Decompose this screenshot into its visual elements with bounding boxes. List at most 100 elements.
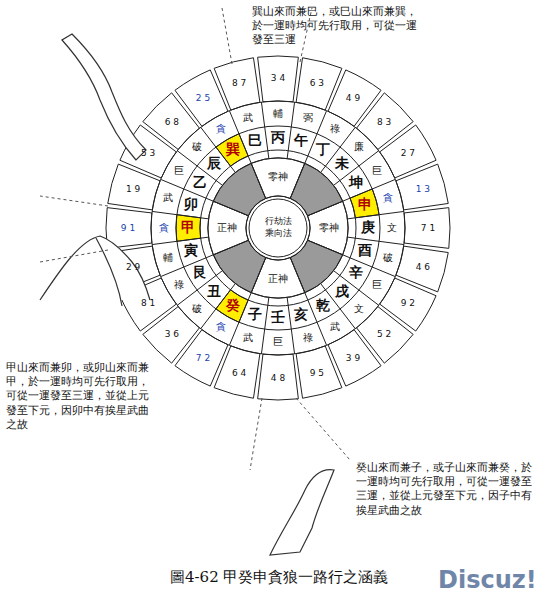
ring-divider xyxy=(213,240,248,255)
tab-number: 2 9 xyxy=(126,262,140,272)
tab-number: 2 5 xyxy=(196,93,210,103)
star-name: 破 xyxy=(192,302,202,316)
mountain-name: 辰 xyxy=(207,155,221,173)
mountain-cell: 乾 xyxy=(313,296,333,316)
mountain-cell: 庚 xyxy=(358,218,378,238)
mountain-cell: 丑 xyxy=(204,282,224,302)
star-name: 武 xyxy=(330,320,340,334)
mountain-cell: 寅 xyxy=(181,241,201,261)
mountain-name: 巳 xyxy=(248,132,262,150)
mountain-cell: 未 xyxy=(332,154,352,174)
mountain-cell: 坤 xyxy=(346,173,366,193)
star-name: 祿 xyxy=(303,331,313,345)
mountain-name: 丑 xyxy=(207,283,221,301)
mountain-cell: 酉 xyxy=(355,241,375,261)
tab-number: 2 7 xyxy=(401,148,415,158)
mountain-cell: 壬 xyxy=(268,308,288,328)
tab-number: 6 3 xyxy=(310,78,324,88)
mountain-name: 亥 xyxy=(294,306,308,324)
tab-number: 9 5 xyxy=(310,368,324,378)
outer-tab xyxy=(258,56,299,102)
circle-outline xyxy=(249,199,307,257)
tab-number: 3 6 xyxy=(165,329,179,339)
mountain-name: 丁 xyxy=(316,141,330,159)
ring-divider xyxy=(213,201,248,216)
ring-divider xyxy=(308,201,343,216)
star-name: 文 xyxy=(387,221,397,235)
tab-number: 3 9 xyxy=(346,353,360,363)
mountain-cell: 癸 xyxy=(223,296,243,316)
tab-number: 9 2 xyxy=(401,298,415,308)
mountain-cell: 乙 xyxy=(190,173,210,193)
ring-divider xyxy=(347,237,404,244)
mountain-cell: 午 xyxy=(291,131,311,151)
mountain-cell: 丁 xyxy=(313,140,333,160)
mountain-name: 庚 xyxy=(361,219,375,237)
outer-tab xyxy=(258,354,299,400)
mountain-name: 乙 xyxy=(193,174,207,192)
outer-tab xyxy=(296,346,342,398)
ring xyxy=(151,101,405,355)
star-name: 祿 xyxy=(174,278,184,292)
mountain-cell: 艮 xyxy=(190,263,210,283)
outer-tab xyxy=(106,208,152,249)
mountain-name: 子 xyxy=(248,306,262,324)
star-name: 巨 xyxy=(372,278,382,292)
tab-number: 8 3 xyxy=(377,117,391,127)
mountain-name: 寅 xyxy=(184,242,198,260)
tab-number: 4 8 xyxy=(271,373,285,383)
ring-divider xyxy=(290,258,305,293)
ring-divider xyxy=(261,102,268,159)
mountain-name: 酉 xyxy=(358,242,372,260)
star-name: 巨 xyxy=(372,164,382,178)
mountain-name: 甲 xyxy=(181,219,195,237)
mountain-name: 坤 xyxy=(349,174,363,192)
star-name: 貪 xyxy=(216,320,226,334)
tab-number: 4 9 xyxy=(346,93,360,103)
mountain-cell: 辛 xyxy=(346,263,366,283)
highlight-cell xyxy=(176,215,201,242)
ring-divider xyxy=(287,102,294,159)
mountain-name: 艮 xyxy=(193,264,207,282)
star-name: 破 xyxy=(192,140,202,154)
mountain-name: 申 xyxy=(358,196,372,214)
tab-number: 5 2 xyxy=(377,329,391,339)
ring-divider xyxy=(308,240,343,255)
mountain-sketch xyxy=(40,34,334,555)
mountain-cell: 巳 xyxy=(245,131,265,151)
mountain-cell: 辰 xyxy=(204,154,224,174)
figure-caption: 圖4-62 甲癸申貪狼一路行之涵義 xyxy=(170,568,388,587)
ring-divider xyxy=(261,297,268,354)
ring-divider xyxy=(251,258,266,293)
annotation-note: 癸山來而兼子，或子山來而兼癸，於一運時均可先行取用，可從一運發至三運，並從上元發… xyxy=(356,460,532,517)
mountain-name: 戌 xyxy=(335,283,349,301)
star-name: 巨 xyxy=(273,335,283,349)
annotation-note: 巽山來而兼巳，或巳山來而兼巽，於一運時均可先行取用，可從一運發至三運 xyxy=(252,4,424,47)
star-name: 輔 xyxy=(273,107,283,121)
ring xyxy=(246,196,310,260)
star-name: 武 xyxy=(243,111,253,125)
ring-divider xyxy=(347,211,404,218)
sector-label: 零神 xyxy=(318,221,340,235)
star-name: 文 xyxy=(354,302,364,316)
annotation-note: 甲山來而兼卯，或卯山來而兼甲，於一運時均可先行取用，可從一運發至三運，並從上元發… xyxy=(6,360,156,431)
mountain-name: 乾 xyxy=(316,297,330,315)
tab-number: 1 9 xyxy=(126,184,140,194)
mountain-name: 壬 xyxy=(271,309,285,327)
outer-tab xyxy=(404,208,450,249)
ring-divider xyxy=(251,163,266,198)
tab-number: 7 1 xyxy=(421,223,435,233)
ring-divider xyxy=(287,297,294,354)
star-name: 輔 xyxy=(163,251,173,265)
star-name: 破 xyxy=(383,251,393,265)
ring xyxy=(176,126,380,330)
tab-number: 6 8 xyxy=(165,117,179,127)
tab-number: 4 6 xyxy=(416,262,430,272)
outer-tab xyxy=(214,58,260,110)
mountain-cell: 甲 xyxy=(178,218,198,238)
mountain-cell: 子 xyxy=(245,305,265,325)
star-name: 武 xyxy=(243,331,253,345)
mountain-name: 丙 xyxy=(271,129,285,147)
mountain-cell: 丙 xyxy=(268,128,288,148)
